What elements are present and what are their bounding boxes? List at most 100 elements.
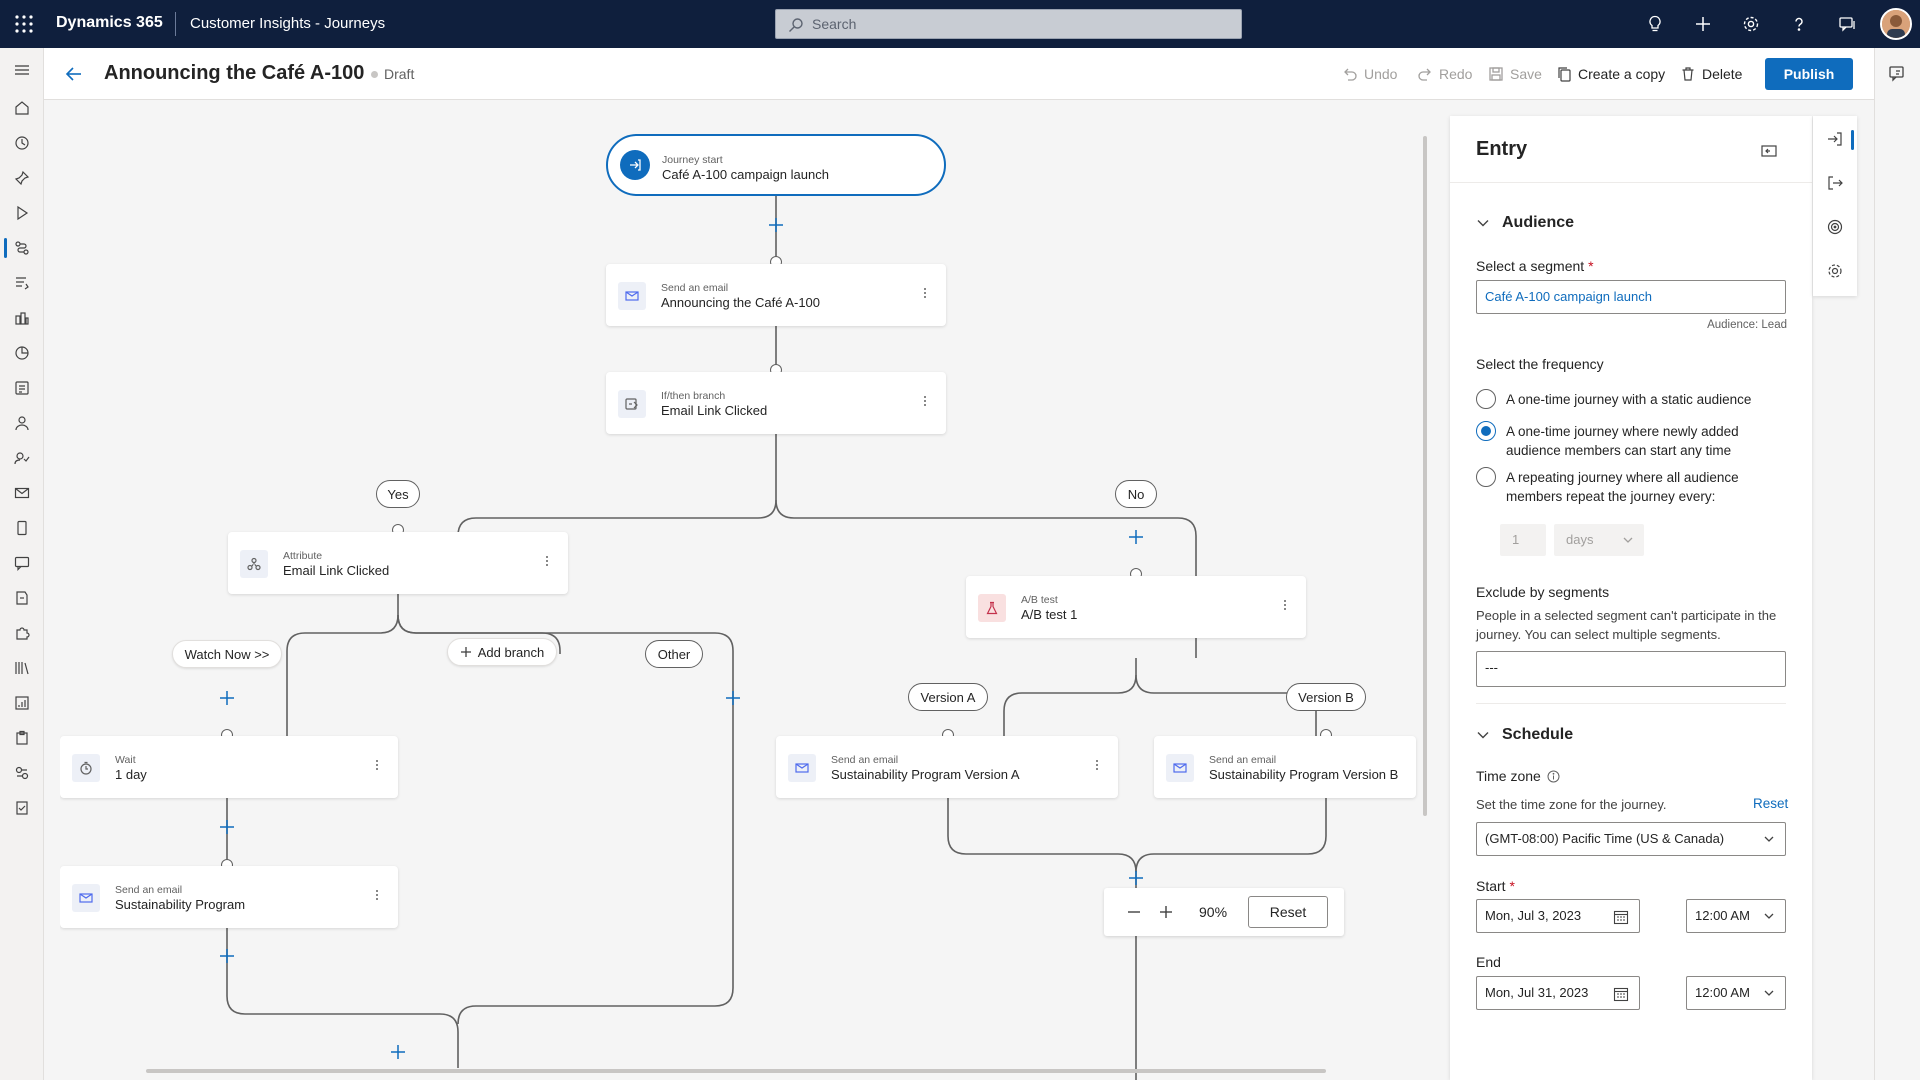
horizontal-scrollbar[interactable]	[146, 1069, 1326, 1073]
add-icon[interactable]	[1691, 12, 1715, 36]
add-step-icon[interactable]	[1127, 869, 1145, 887]
more-options-icon[interactable]	[1096, 758, 1100, 772]
frequency-option-newly-added[interactable]: A one-time journey where newly added aud…	[1476, 421, 1776, 460]
branch-label-other[interactable]: Other	[645, 640, 703, 668]
timezone-reset-link[interactable]: Reset	[1753, 796, 1789, 811]
radio-button[interactable]	[1476, 389, 1496, 409]
segment-input[interactable]: Café A-100 campaign launch	[1476, 280, 1786, 314]
user-avatar[interactable]	[1880, 8, 1912, 40]
zoom-out-button[interactable]	[1124, 902, 1144, 922]
zoom-in-button[interactable]	[1156, 902, 1176, 922]
help-icon[interactable]	[1787, 12, 1811, 36]
search-input[interactable]: Search	[775, 9, 1242, 39]
add-step-icon[interactable]	[767, 216, 785, 234]
exclude-segments-input[interactable]: ---	[1476, 651, 1786, 687]
assets-icon[interactable]	[12, 693, 32, 713]
more-options-icon[interactable]	[546, 554, 550, 568]
more-options-icon[interactable]	[924, 286, 928, 300]
create-copy-button[interactable]: Create a copy	[1556, 66, 1665, 82]
info-icon[interactable]	[1547, 770, 1560, 783]
contacts-icon[interactable]	[12, 413, 32, 433]
redo-button[interactable]: Redo	[1417, 66, 1472, 82]
team-icon[interactable]	[12, 763, 32, 783]
add-step-icon[interactable]	[218, 947, 236, 965]
mobile-icon[interactable]	[12, 518, 32, 538]
collapse-panel-icon[interactable]	[1760, 142, 1778, 160]
branch-label-version-a[interactable]: Version A	[908, 683, 988, 711]
calendar-icon[interactable]	[1613, 909, 1629, 925]
sms-icon[interactable]	[12, 553, 32, 573]
timezone-select[interactable]: (GMT-08:00) Pacific Time (US & Canada)	[1476, 822, 1786, 856]
branch-label-watch-now[interactable]: Watch Now >>	[172, 640, 282, 668]
feedback-icon[interactable]	[1835, 12, 1859, 36]
email-icon[interactable]	[12, 483, 32, 503]
more-options-icon[interactable]	[376, 888, 380, 902]
add-step-icon[interactable]	[218, 689, 236, 707]
goal-tab-icon[interactable]	[1826, 218, 1844, 236]
exit-tab-icon[interactable]	[1826, 174, 1844, 192]
compliance-icon[interactable]	[12, 728, 32, 748]
send-email-version-b-node[interactable]: Send an email Sustainability Program Ver…	[1154, 736, 1416, 798]
segments-icon[interactable]	[12, 308, 32, 328]
send-email-node[interactable]: Send an email Sustainability Program	[60, 866, 398, 928]
triggers-icon[interactable]	[12, 273, 32, 293]
branch-label-yes[interactable]: Yes	[376, 480, 420, 508]
app-launcher-icon[interactable]	[12, 12, 36, 36]
journey-start-node[interactable]: Journey start Café A-100 campaign launch	[606, 134, 946, 196]
journey-canvas[interactable]: Journey start Café A-100 campaign launch…	[60, 118, 1432, 1080]
calendar-icon[interactable]	[1613, 986, 1629, 1002]
add-step-icon[interactable]	[1127, 528, 1145, 546]
settings-tab-icon[interactable]	[1826, 262, 1844, 280]
journeys-icon[interactable]	[12, 238, 32, 258]
events-icon[interactable]	[12, 588, 32, 608]
vertical-scrollbar[interactable]	[1423, 136, 1427, 816]
more-options-icon[interactable]	[376, 758, 380, 772]
more-options-icon[interactable]	[1284, 598, 1288, 612]
tasks-icon[interactable]	[12, 798, 32, 818]
add-branch-button[interactable]: Add branch	[447, 638, 557, 666]
radio-button-selected[interactable]	[1476, 421, 1496, 441]
lightbulb-icon[interactable]	[1643, 12, 1667, 36]
frequency-option-repeating[interactable]: A repeating journey where all audience m…	[1476, 467, 1776, 506]
audience-section-toggle[interactable]: Audience	[1476, 214, 1574, 232]
add-step-icon[interactable]	[218, 818, 236, 836]
send-email-node[interactable]: Send an email Announcing the Café A-100	[606, 264, 946, 326]
save-button[interactable]: Save	[1488, 66, 1542, 82]
chat-icon[interactable]	[1888, 64, 1908, 84]
publish-button[interactable]: Publish	[1765, 58, 1853, 90]
puzzle-icon[interactable]	[12, 623, 32, 643]
brand-name[interactable]: Dynamics 365	[56, 14, 163, 31]
end-date-picker[interactable]: Mon, Jul 31, 2023	[1476, 976, 1640, 1010]
pinned-icon[interactable]	[12, 168, 32, 188]
zoom-reset-button[interactable]: Reset	[1248, 896, 1328, 928]
leads-icon[interactable]	[12, 448, 32, 468]
back-arrow-icon[interactable]	[64, 64, 84, 84]
branch-label-no[interactable]: No	[1115, 480, 1157, 508]
attribute-node[interactable]: Attribute Email Link Clicked	[228, 532, 568, 594]
app-name[interactable]: Customer Insights - Journeys	[190, 15, 386, 32]
add-step-icon[interactable]	[724, 689, 742, 707]
entry-tab-icon[interactable]	[1826, 130, 1844, 148]
add-step-icon[interactable]	[389, 1043, 407, 1061]
undo-button[interactable]: Undo	[1342, 66, 1397, 82]
if-then-branch-node[interactable]: If/then branch Email Link Clicked	[606, 372, 946, 434]
settings-icon[interactable]	[1739, 12, 1763, 36]
forms-icon[interactable]	[12, 378, 32, 398]
branch-label-version-b[interactable]: Version B	[1286, 683, 1366, 711]
schedule-section-toggle[interactable]: Schedule	[1476, 726, 1573, 744]
send-email-version-a-node[interactable]: Send an email Sustainability Program Ver…	[776, 736, 1118, 798]
play-icon[interactable]	[12, 203, 32, 223]
analytics-icon[interactable]	[12, 343, 32, 363]
radio-button[interactable]	[1476, 467, 1496, 487]
delete-button[interactable]: Delete	[1680, 66, 1742, 82]
menu-icon[interactable]	[12, 60, 32, 80]
ab-test-node[interactable]: A/B test A/B test 1	[966, 576, 1306, 638]
more-options-icon[interactable]	[924, 394, 928, 408]
library-icon[interactable]	[12, 658, 32, 678]
recent-icon[interactable]	[12, 133, 32, 153]
start-date-picker[interactable]: Mon, Jul 3, 2023	[1476, 899, 1640, 933]
home-icon[interactable]	[12, 98, 32, 118]
end-time-select[interactable]: 12:00 AM	[1686, 976, 1786, 1010]
wait-node[interactable]: Wait 1 day	[60, 736, 398, 798]
frequency-option-static[interactable]: A one-time journey with a static audienc…	[1476, 389, 1776, 409]
